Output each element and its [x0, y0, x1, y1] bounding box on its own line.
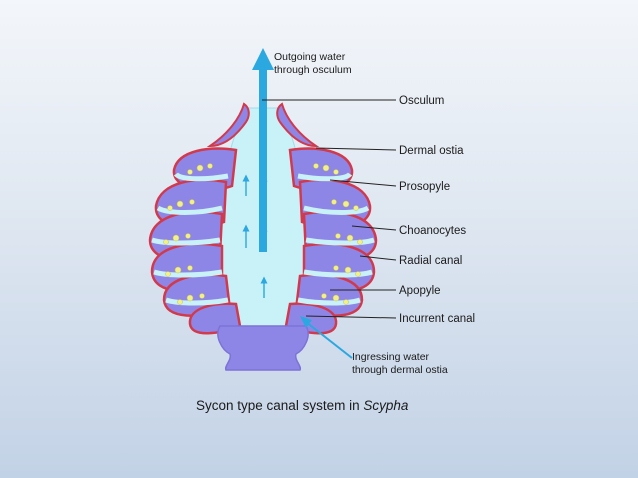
caption-text: Sycon type canal system in: [196, 398, 363, 413]
outgoing-label-2: through osculum: [274, 64, 352, 76]
ingressing-label-2: through dermal ostia: [352, 364, 448, 376]
label-choanocytes: Choanocytes: [399, 225, 466, 237]
label-radial-canal: Radial canal: [399, 255, 462, 267]
outgoing-label-1: Outgoing water: [274, 51, 346, 63]
label-incurrent-canal: Incurrent canal: [399, 313, 475, 325]
label-dermal-ostia: Dermal ostia: [399, 145, 464, 157]
caption: Sycon type canal system in Scypha: [196, 398, 408, 413]
label-prosopyle: Prosopyle: [399, 181, 450, 193]
label-apopyle: Apopyle: [399, 285, 441, 297]
label-osculum: Osculum: [399, 95, 444, 107]
ingressing-label-1: Ingressing water: [352, 351, 430, 363]
sponge-base: [218, 326, 308, 370]
caption-species: Scypha: [363, 398, 408, 413]
